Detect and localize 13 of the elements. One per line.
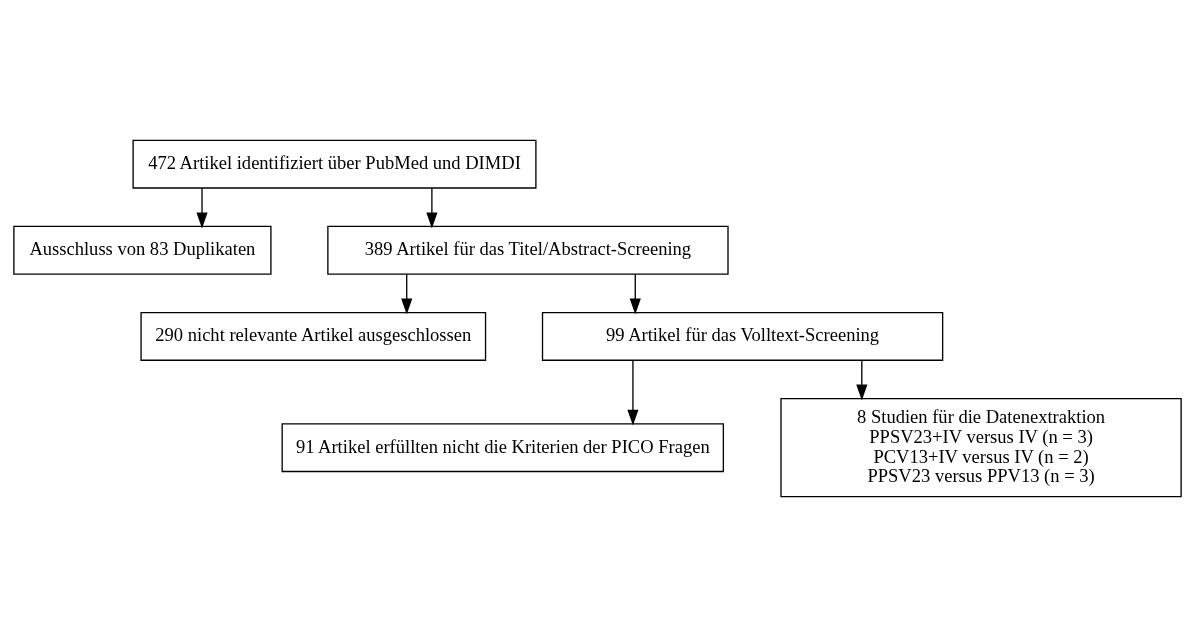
node-box: 91 Artikel erfüllten nicht die Kriterien der PICO Fragen bbox=[281, 423, 725, 473]
arrow bbox=[401, 273, 413, 315]
node-box: 99 Artikel für das Volltext-Screening bbox=[541, 311, 944, 361]
arrow bbox=[426, 187, 438, 229]
arrow bbox=[196, 187, 208, 229]
node-box: 8 Studien für die Datenextraktion PPSV23+IV versus IV (n = 3) PCV13+IV versus IV (n = 2) PPSV23 versus PPV13 (n = 3) bbox=[780, 398, 1182, 498]
node-box: 290 nicht relevante Artikel ausgeschlossen bbox=[140, 311, 487, 361]
arrow bbox=[627, 359, 639, 426]
node-box: Ausschluss von 83 Duplikaten bbox=[13, 225, 272, 275]
arrow bbox=[629, 273, 641, 315]
node-box: 472 Artikel identifiziert über PubMed und DIMDI bbox=[132, 139, 537, 189]
arrow bbox=[856, 359, 868, 401]
node-box: 389 Artikel für das Titel/Abstract-Screening bbox=[327, 225, 729, 275]
